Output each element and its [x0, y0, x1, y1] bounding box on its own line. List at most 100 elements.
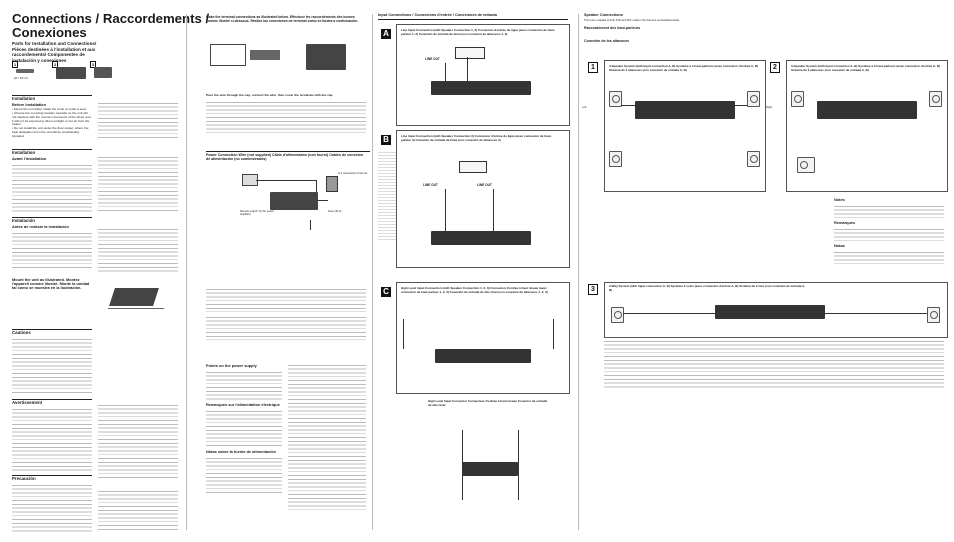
remote-wire	[256, 180, 316, 181]
power-connection-title: Power Connection Wire (not supplied) Câb…	[206, 153, 363, 162]
column-divider-3	[578, 14, 579, 530]
connector-wires-right	[518, 430, 545, 500]
fuse-label: Fuse (30 A)	[328, 210, 342, 213]
heading-installation-fr: Installation	[12, 149, 92, 155]
power-note-1	[206, 286, 366, 312]
speaker-front-left-1	[609, 91, 622, 107]
floor-line	[108, 308, 164, 313]
power-note-2	[206, 314, 366, 340]
heading-notas-alim: Notas sobre la fuente de alimentación	[206, 448, 277, 454]
speaker-amp-3	[715, 305, 825, 319]
terminal-connection-section: Make the terminal connections as illustr…	[206, 14, 366, 104]
heading-avertissement: Avertissement	[12, 399, 92, 405]
speaker-number-3: 3	[588, 284, 598, 295]
speaker-amp-1	[635, 101, 735, 119]
parts-illustration: 1 φ5 × 18 mm 2 3	[12, 61, 112, 91]
precaucion-text-block	[12, 482, 92, 532]
speaker-connections-title: Speaker Connections	[584, 13, 623, 17]
power-wire	[318, 200, 328, 201]
amplifier-b	[431, 231, 531, 245]
speaker-left-label-1: Left	[582, 106, 587, 109]
cautions-text-block	[12, 336, 92, 397]
speaker-notes-bottom	[604, 338, 944, 398]
notas-alim-text	[206, 454, 282, 495]
column-divider-2	[372, 14, 373, 530]
avertissement-text-block	[12, 406, 92, 473]
column-divider-1	[186, 14, 187, 530]
input-diagram-a: A Line Input Connection (with Speaker Co…	[381, 24, 570, 126]
head-unit-a	[455, 47, 485, 59]
speaker-subwoofer-2	[797, 157, 815, 173]
speaker-number-1: 1	[588, 62, 598, 73]
spanish-text-block	[12, 229, 92, 270]
speaker-notes-right: Notes Remarques Notas	[834, 196, 944, 276]
label-b: B	[381, 135, 391, 145]
amplifier-a	[431, 81, 531, 95]
battery-label: to a metal point of the car	[338, 172, 368, 175]
parts-title: Parts for Installation and Connections/ …	[12, 41, 97, 63]
line-out-a: LINE OUT	[425, 57, 440, 61]
speaker-wire-1b	[735, 105, 747, 106]
speaker-amp-2	[817, 101, 917, 119]
remote-wire-vertical	[316, 180, 317, 192]
install-text-en-right	[98, 100, 178, 140]
column-installation-right	[98, 100, 178, 530]
speaker-left-3	[611, 307, 624, 323]
wires-right-c	[543, 319, 554, 349]
speaker-right-3	[927, 307, 940, 323]
power-connection-diagram: Remote output* (to the power amplifier) …	[210, 170, 370, 260]
power-points-left: Points on the power supply Remarques sur…	[206, 362, 282, 532]
caption-b: Line Input Connection (with Speaker Conn…	[401, 134, 552, 142]
wires-left-c	[403, 319, 414, 349]
input-diagram-b: B Line Input Connection (with Speaker Co…	[381, 130, 570, 268]
cover-illustration	[94, 67, 112, 78]
wire-a2	[467, 57, 468, 81]
speaker-connections-es: Conexión de los altavoces	[584, 39, 630, 43]
power-section-rule	[206, 151, 370, 152]
french-text-block	[12, 161, 92, 214]
high-level-connector-diagram	[430, 420, 550, 520]
caption-a: Line Input Connection (with Speaker Conn…	[401, 28, 555, 36]
speaker-notes-text	[834, 202, 944, 219]
speaker-notes-heading: Notes	[834, 197, 845, 202]
amplifier-c	[435, 349, 531, 363]
wire-b1	[445, 189, 446, 231]
mount-illustration	[108, 282, 164, 316]
heading-remarques-alim: Remarques sur l'alimentation électrique	[206, 401, 280, 407]
speaker-remarques-heading: Remarques	[834, 219, 856, 225]
label-c: C	[381, 287, 391, 297]
install-text-es-right	[98, 226, 178, 272]
head-unit-b	[459, 161, 487, 173]
page-title-line1: Connections / Raccordements /	[12, 11, 210, 26]
speaker-number-2: 2	[770, 62, 780, 73]
speaker-caption-3: 2-Way System (with Input connection A, B…	[609, 284, 806, 292]
speaker-notas-text	[834, 248, 944, 265]
terminal-illustration	[210, 40, 360, 88]
terminal-block	[250, 50, 280, 60]
input-connections-title: Input Connections / Connexions d'entrée …	[378, 13, 497, 17]
speaker-right-label-1: Right	[766, 106, 773, 109]
high-level-connector	[462, 462, 518, 476]
wire-b2	[493, 189, 494, 231]
input-title-rule	[378, 19, 568, 20]
caption-c: High Level Input Connection (with Speake…	[401, 286, 548, 294]
speaker-connections-fr: Raccordement des haut-parleurs	[584, 26, 641, 30]
speaker-front-right-1	[747, 91, 760, 107]
high-level-connector-title: High Level Input Connector Connecteur d'…	[428, 399, 548, 407]
input-diagram-c: C High Level Input Connection (with Spea…	[381, 282, 570, 394]
before-installation-text: • Mount the unit either inside the trunk…	[12, 106, 91, 139]
part-number-3: 3	[90, 61, 96, 68]
mount-caption: Mount the unit as illustrated. Montez l'…	[12, 276, 90, 290]
terminal-notes: Pass the wire through the cap, connect t…	[206, 92, 366, 142]
speaker-caption-2: 3-Speaker System (with Input connection …	[791, 64, 941, 72]
speaker-wire-1a	[621, 105, 635, 106]
page-title-line2: Conexiones	[12, 25, 87, 40]
speaker-diagram-3: 2-Way System (with Input connection A, B…	[604, 282, 948, 338]
part-number-2: 2	[52, 61, 58, 68]
remote-output-label: Remote output* (to the power amplifier)	[240, 210, 274, 217]
install-text-fr-right	[98, 154, 178, 214]
amplifier-unit-illustration	[56, 67, 86, 79]
column-installation-left: Installation Before Installation • Mount…	[12, 92, 92, 532]
power-notes	[206, 286, 366, 346]
amplifier-illustration	[270, 192, 318, 210]
